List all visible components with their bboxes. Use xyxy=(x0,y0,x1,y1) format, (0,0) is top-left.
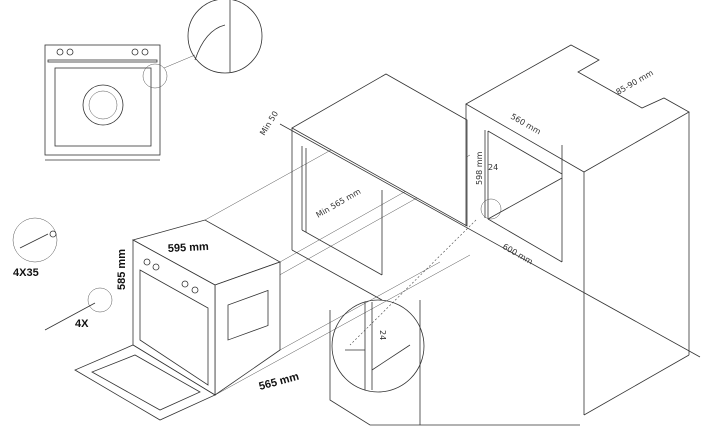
detail-circle-bottom: 24 xyxy=(331,299,425,393)
tall-cabinet xyxy=(465,44,690,416)
detail-thickness-label: 24 xyxy=(378,330,387,340)
oven-front-view xyxy=(44,0,263,161)
min-gap-label: Min 50 xyxy=(258,110,280,138)
oven xyxy=(74,219,281,421)
screw-detail: 4X35 4X xyxy=(12,217,113,331)
lower-cabinet xyxy=(329,300,580,426)
screw-size-label: 4X35 xyxy=(13,267,39,279)
niche-height-label: 598 mm xyxy=(475,151,484,185)
cutout-label: 85-90 mm xyxy=(615,68,656,97)
detail-marker-circle xyxy=(480,198,502,220)
oven-depth-label: 565 mm xyxy=(258,371,301,393)
middle-cabinet xyxy=(279,73,701,358)
oven-width-label: 595 mm xyxy=(168,241,210,255)
detail-circle-top xyxy=(187,0,263,74)
cabinet-depth-label: 600 mm xyxy=(501,242,535,267)
screw-count-label: 4X xyxy=(75,318,89,330)
min-depth-label: Min 565 mm xyxy=(315,187,363,220)
side-thickness-label: 24 xyxy=(488,163,498,172)
oven-height-label: 585 mm xyxy=(116,249,128,290)
